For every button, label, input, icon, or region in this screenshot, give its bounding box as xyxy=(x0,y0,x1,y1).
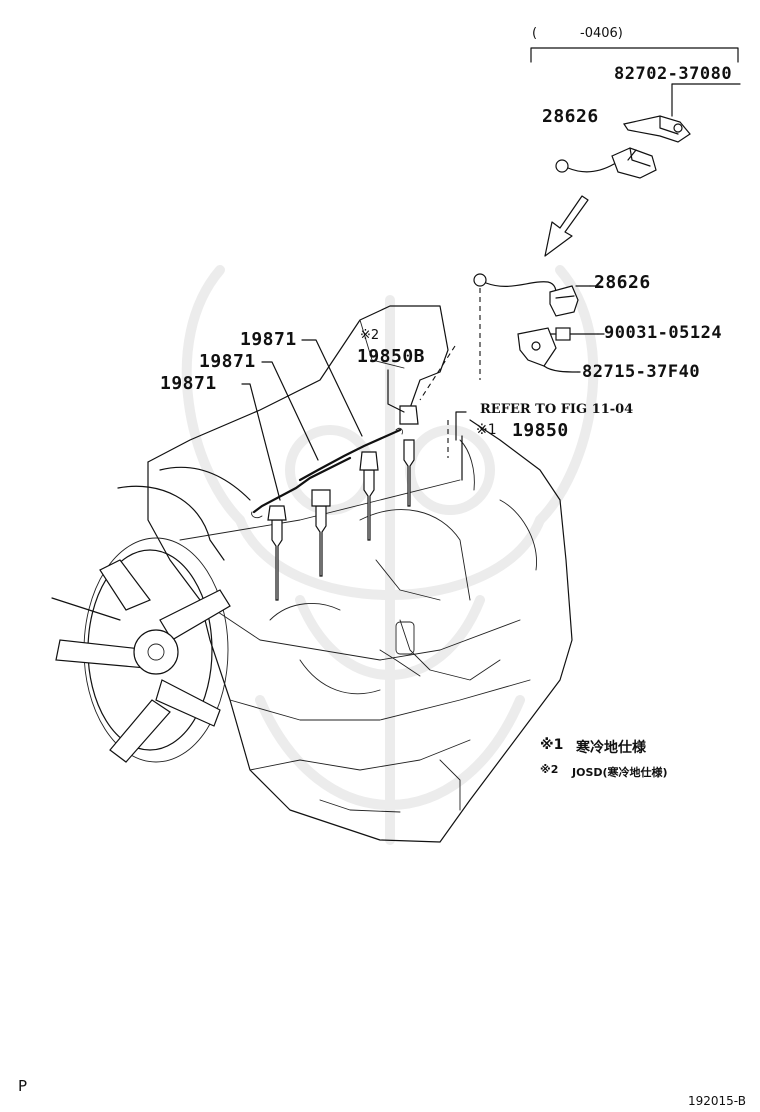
part-number-90031-05124[interactable]: 90031-05124 xyxy=(604,323,723,343)
legend-text-1: 寒冷地仕様 xyxy=(576,740,646,756)
watermark-emblem xyxy=(181,265,599,845)
header-range-open: ( xyxy=(532,26,538,41)
figure-code: 192015-B xyxy=(688,1094,746,1108)
legend-text-2: JOSD(寒冷地仕様) xyxy=(572,766,668,779)
part-number-19871-c[interactable]: 19871 xyxy=(160,373,217,394)
dashed-guides xyxy=(419,288,481,458)
part-number-19850[interactable]: 19850 xyxy=(512,420,569,441)
sensor-28626-top xyxy=(555,147,657,179)
legend-mark-1: ※1 xyxy=(540,737,564,753)
footer-letter: P xyxy=(18,1077,28,1095)
header-range-value: -0406) xyxy=(580,26,623,41)
part-number-28626-top[interactable]: 28626 xyxy=(542,106,599,127)
direction-arrow xyxy=(544,195,589,257)
header-bracket xyxy=(530,47,739,63)
cooling-fan xyxy=(51,537,231,763)
part-number-82702-37080[interactable]: 82702-37080 xyxy=(614,64,733,84)
legend-mark-2: ※2 xyxy=(540,763,559,776)
glow-plug-connectors xyxy=(251,427,403,519)
part-number-28626-mid[interactable]: 28626 xyxy=(594,272,651,293)
part-number-19871-a[interactable]: 19871 xyxy=(240,329,297,350)
leader-lines xyxy=(241,285,605,501)
bracket-82702-37080 xyxy=(623,83,741,143)
note-mark-1: ※1 xyxy=(476,422,497,438)
note-mark-2: ※2 xyxy=(360,328,380,343)
bracket-82715-37F40 xyxy=(517,327,579,373)
part-number-19850B[interactable]: 19850B xyxy=(357,346,426,367)
glow-plugs xyxy=(267,405,419,601)
sensor-28626-mid xyxy=(473,273,591,317)
refer-to-fig[interactable]: REFER TO FIG 11-04 xyxy=(480,402,634,417)
part-number-19871-b[interactable]: 19871 xyxy=(199,351,256,372)
part-number-82715-37F40[interactable]: 82715-37F40 xyxy=(582,362,701,382)
